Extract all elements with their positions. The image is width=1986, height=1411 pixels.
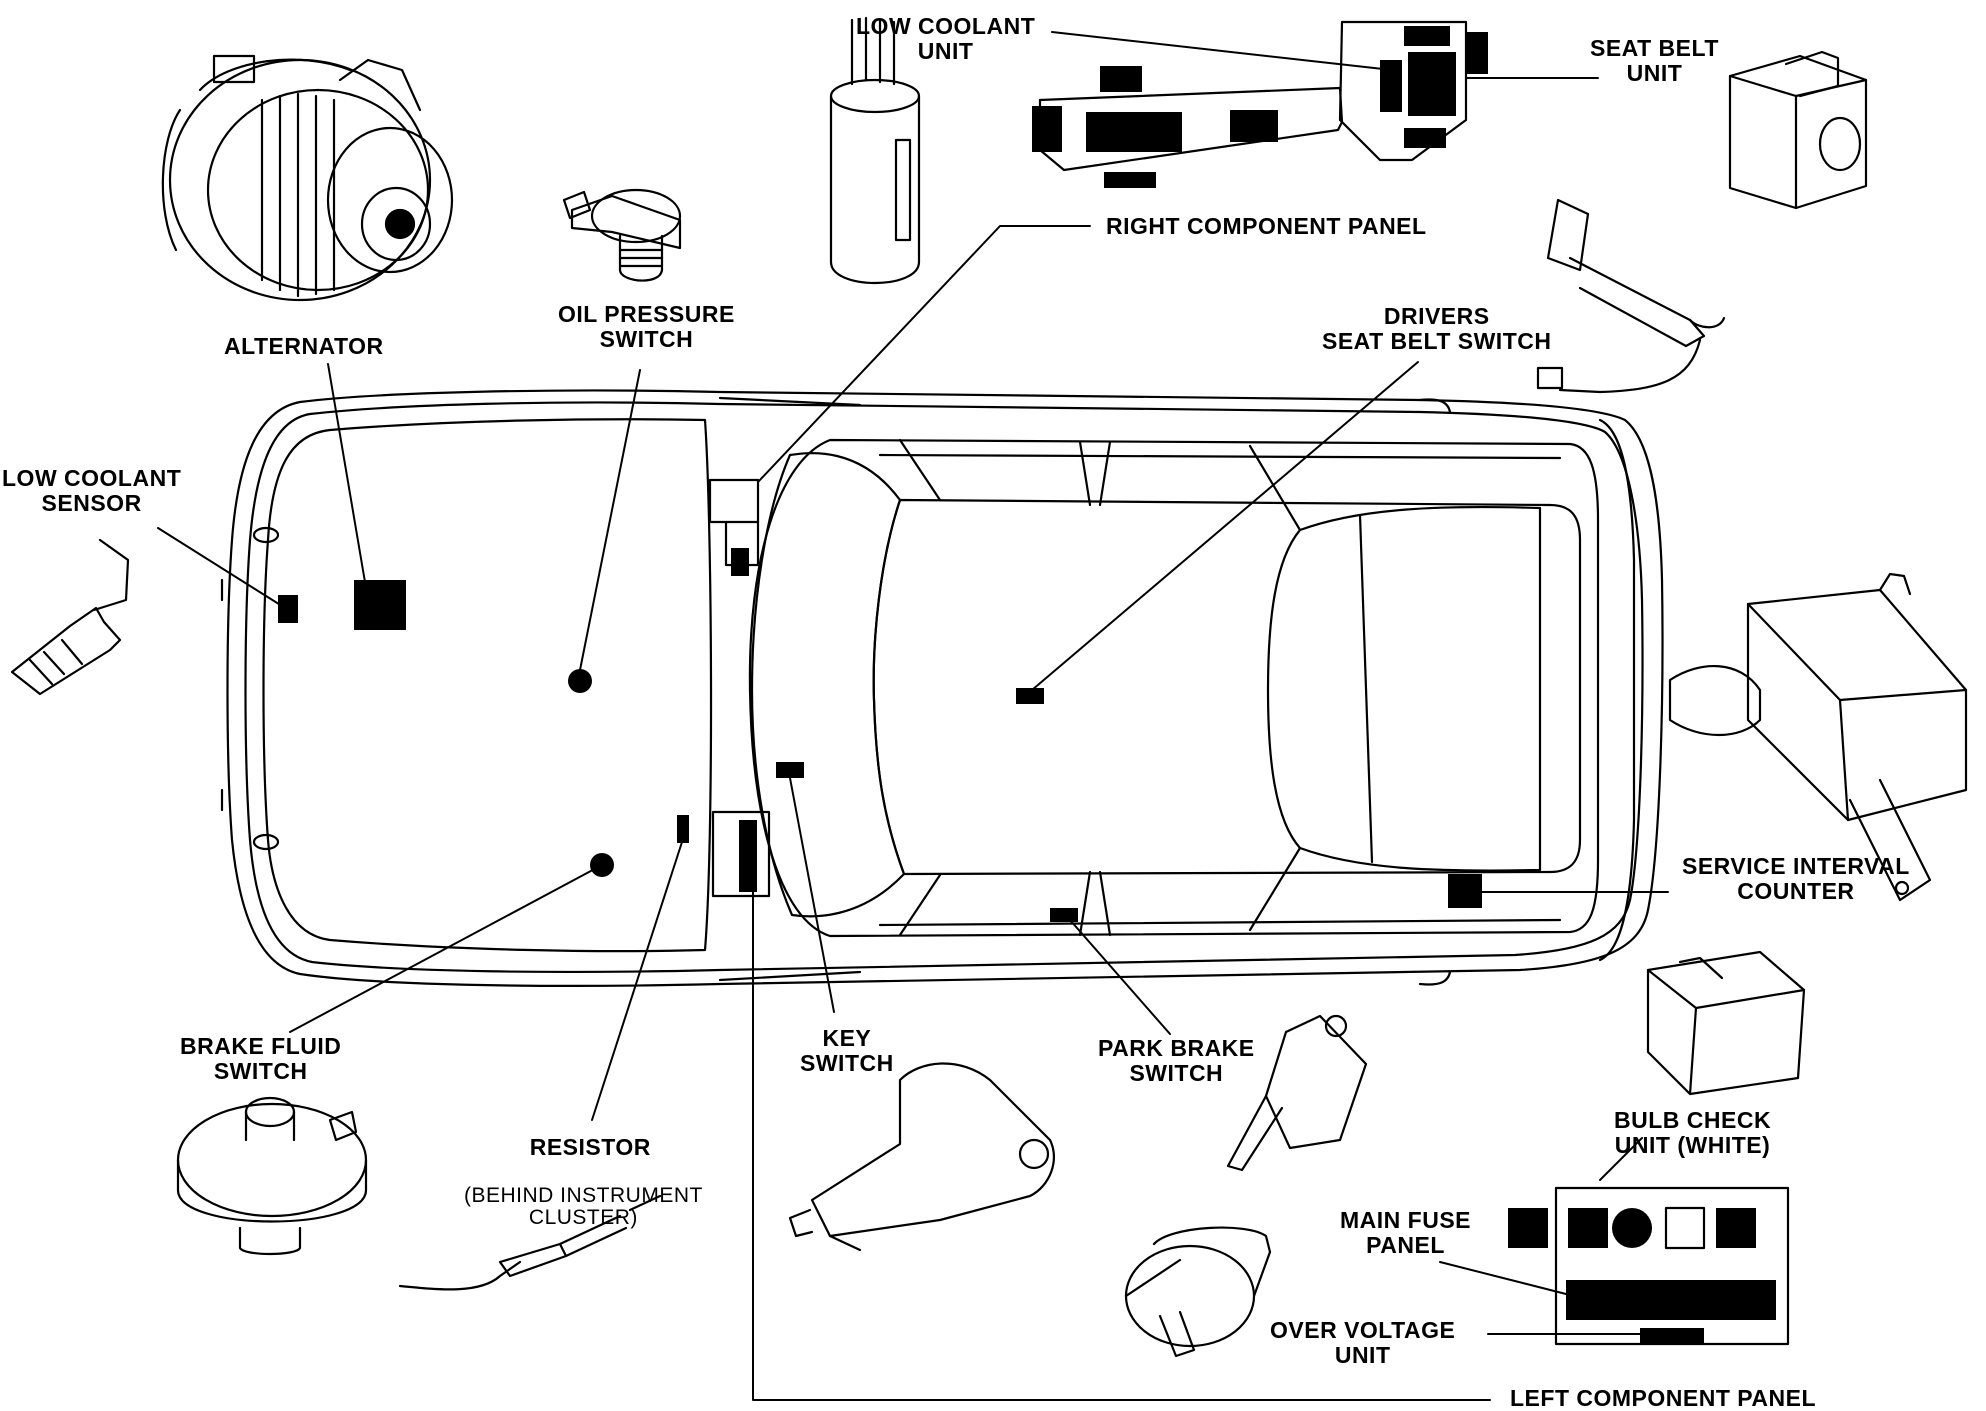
component-markers — [278, 548, 1482, 922]
park-brake-switch-icon — [1226, 1014, 1368, 1172]
oil-pressure-switch-icon — [562, 188, 682, 282]
resistor-note: (BEHIND INSTRUMENT CLUSTER) — [464, 1184, 703, 1229]
label-oil-pressure-switch: OIL PRESSURE SWITCH — [558, 301, 735, 352]
service-interval-counter-icon — [1668, 572, 1968, 902]
label-bulb-check-unit: BULB CHECK UNIT (WHITE) — [1614, 1107, 1772, 1158]
car-outline — [220, 389, 1664, 987]
flasher-unit-icon — [1124, 1226, 1272, 1358]
label-low-coolant-sensor: LOW COOLANT SENSOR — [2, 465, 182, 516]
label-park-brake-switch: PARK BRAKE SWITCH — [1098, 1035, 1255, 1086]
label-right-component-panel: RIGHT COMPONENT PANEL — [1106, 213, 1427, 239]
relay-icon — [1646, 950, 1806, 1096]
panel-outlines — [708, 478, 771, 898]
label-seat-belt-unit: SEAT BELT UNIT — [1590, 35, 1719, 86]
alternator-icon — [161, 54, 454, 302]
label-key-switch: KEY SWITCH — [800, 1025, 894, 1076]
seat-belt-unit-icon — [1728, 50, 1868, 210]
label-low-coolant-unit: LOW COOLANT UNIT — [856, 13, 1036, 64]
low-coolant-unit-icon — [829, 16, 921, 285]
label-main-fuse-panel: MAIN FUSE PANEL — [1340, 1207, 1471, 1258]
label-alternator: ALTERNATOR — [224, 333, 384, 359]
low-coolant-sensor-icon — [10, 538, 130, 696]
label-service-interval-counter: SERVICE INTERVAL COUNTER — [1682, 853, 1910, 904]
right-component-panel-inset — [1032, 20, 1488, 188]
brake-fluid-switch-icon — [176, 1096, 368, 1256]
label-resistor: RESISTOR (BEHIND INSTRUMENT CLUSTER) — [464, 1110, 703, 1254]
resistor-title: RESISTOR — [529, 1134, 651, 1160]
label-drivers-seat-belt-switch: DRIVERS SEAT BELT SWITCH — [1322, 303, 1552, 354]
key-switch-icon — [788, 1062, 1055, 1252]
label-over-voltage-unit: OVER VOLTAGE UNIT — [1270, 1317, 1456, 1368]
resistor-icon — [398, 1194, 662, 1291]
seat-belt-switch-icon — [1536, 198, 1726, 394]
main-fuse-panel-inset — [1508, 1186, 1790, 1346]
label-brake-fluid-switch: BRAKE FLUID SWITCH — [180, 1033, 342, 1084]
label-left-component-panel: LEFT COMPONENT PANEL — [1510, 1385, 1817, 1411]
leader-lines — [157, 31, 1669, 1401]
